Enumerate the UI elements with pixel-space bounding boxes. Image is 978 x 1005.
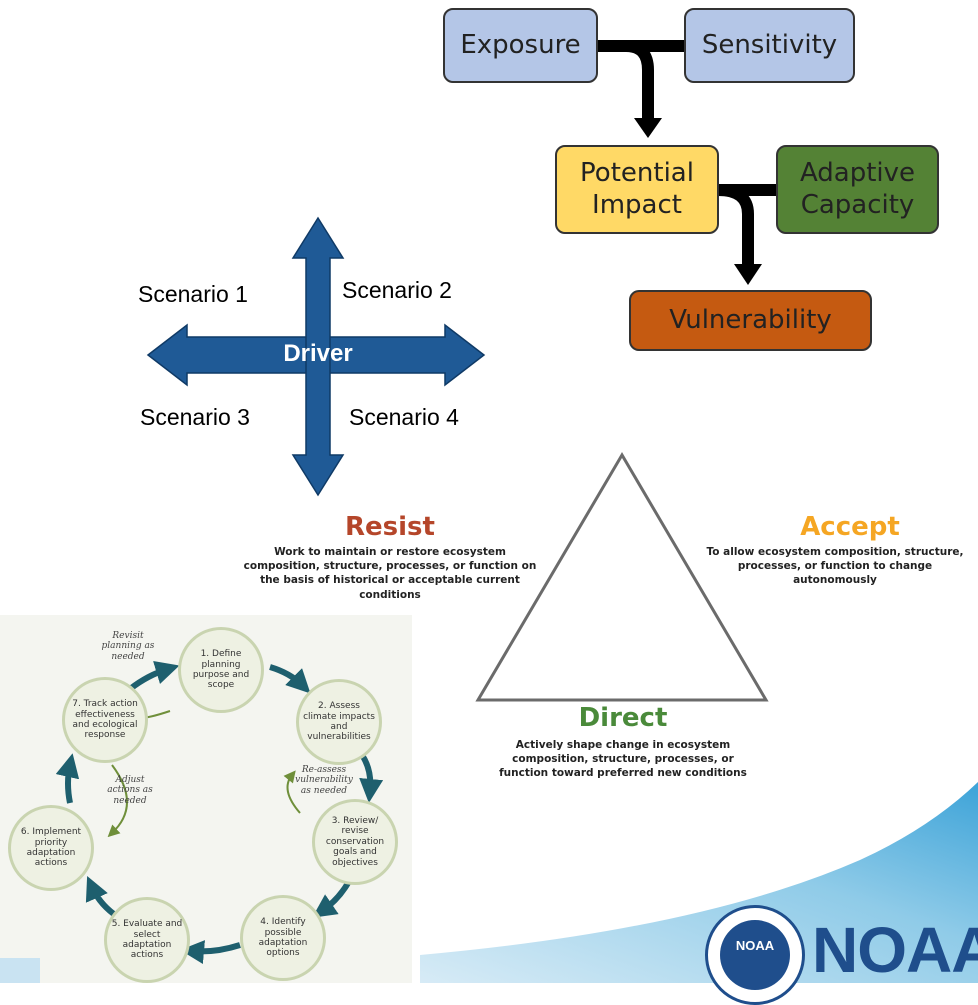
accept-description: To allow ecosystem composition, structur… [706,546,964,587]
cycle-step-6: 6. Implement priority adaptation actions [8,805,94,891]
cycle-step-4: 4. Identify possible adaptation options [240,895,326,981]
scenario-2-label: Scenario 2 [342,277,452,303]
cycle-note-reassess: Re-assess vulnerability as needed [295,765,353,796]
exposure-box: Exposure [443,8,598,83]
driver-cross-arrows [146,216,486,497]
driver-label: Driver [283,340,353,367]
scenario-1-label: Scenario 1 [138,281,248,307]
cycle-note-adjust: Adjust actions as needed [107,775,153,806]
cycle-step-3: 3. Review/ revise conservation goals and… [312,799,398,885]
accept-title: Accept [800,512,900,542]
cycle-arrows [55,660,384,964]
cycle-step-1: 1. Define planning purpose and scope [178,627,264,713]
cycle-step-5: 5. Evaluate and select adaptation action… [104,897,190,983]
cycle-step-2: 2. Assess climate impacts and vulnerabil… [296,679,382,765]
strategy-triangle [475,452,769,702]
direct-title: Direct [578,703,668,733]
sensitivity-box: Sensitivity [684,8,855,83]
scenario-4-label: Scenario 4 [349,404,459,430]
cycle-step-7: 7. Track action effectiveness and ecolog… [62,677,148,763]
vulnerability-connectors [596,40,778,285]
noaa-wordmark: NOAA [812,914,978,986]
cycle-note-revisit: Revisit planning as needed [101,631,155,662]
noaa-seal: NOAA [705,905,805,1005]
vulnerability-box: Vulnerability [629,290,872,351]
direct-description: Actively shape change in ecosystem compo… [499,739,747,780]
resist-title: Resist [345,512,435,542]
adaptation-cycle-diagram: 1. Define planning purpose and scope 2. … [0,615,412,983]
adaptive-capacity-box: Adaptive Capacity [776,145,939,234]
seal-label: NOAA [735,938,775,953]
scenario-3-label: Scenario 3 [140,404,250,430]
footer-swoosh [0,782,978,983]
resist-description: Work to maintain or restore ecosystem co… [243,546,537,601]
potential-impact-box: Potential Impact [555,145,719,234]
